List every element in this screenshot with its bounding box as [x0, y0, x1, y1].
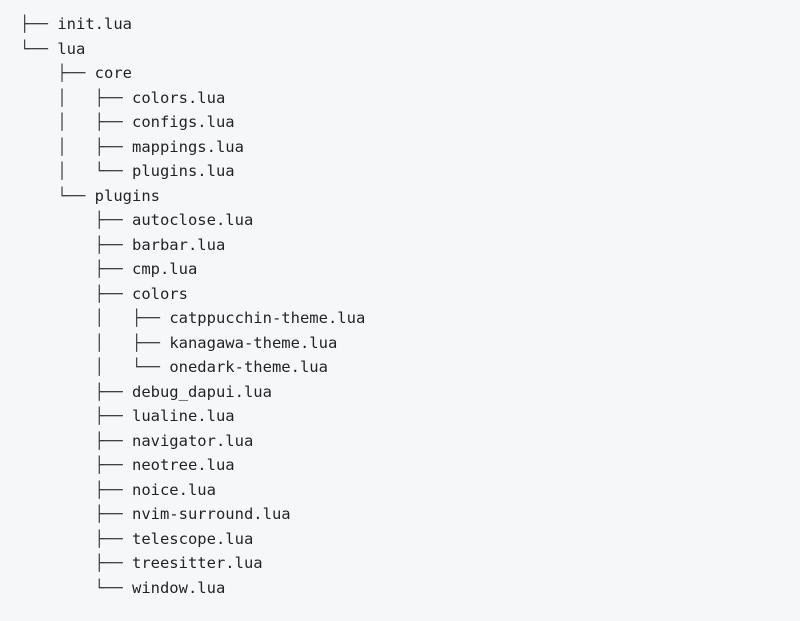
tree-branch-prefix: ├── — [20, 15, 58, 33]
file-name: plugins.lua — [131, 162, 235, 180]
tree-line-neotree-lua: ├── neotree.lua — [20, 453, 365, 478]
tree-line-debug-dapui-lua: ├── debug_dapui.lua — [20, 380, 365, 405]
file-name: noice.lua — [131, 480, 216, 499]
tree-line-plugins: └── plugins — [20, 184, 365, 209]
file-name: neotree.lua — [131, 456, 235, 474]
tree-branch-prefix: │ └── — [20, 162, 132, 180]
tree-line-colors: ├── colors — [20, 282, 365, 307]
tree-branch-prefix: │ ├── — [20, 137, 132, 156]
file-name: cmp.lua — [131, 260, 198, 278]
tree-line-lualine-lua: ├── lualine.lua — [20, 404, 365, 429]
tree-branch-prefix: ├── — [20, 431, 132, 450]
tree-line-navigator-lua: ├── navigator.lua — [20, 429, 365, 454]
tree-line-configs-lua: │ ├── configs.lua — [20, 110, 365, 135]
tree-line-plugins-lua: │ └── plugins.lua — [20, 159, 365, 184]
file-name: lualine.lua — [131, 407, 235, 425]
folder-name: core — [94, 64, 132, 82]
tree-branch-prefix: ├── — [20, 211, 132, 229]
tree-branch-prefix: ├── — [20, 260, 132, 278]
tree-line-onedark-theme-lua: │ └── onedark-theme.lua — [20, 355, 365, 380]
tree-line-init-lua: ├── init.lua — [20, 12, 365, 37]
tree-line-autoclose-lua: ├── autoclose.lua — [20, 208, 365, 233]
tree-branch-prefix: │ ├── — [20, 309, 170, 327]
tree-line-treesitter-lua: ├── treesitter.lua — [20, 551, 365, 576]
tree-branch-prefix: ├── — [20, 505, 132, 523]
tree-branch-prefix: └── — [20, 186, 95, 205]
tree-line-window-lua: └── window.lua — [20, 576, 365, 601]
file-name: catppucchin-theme.lua — [169, 309, 366, 327]
file-name: window.lua — [131, 578, 226, 597]
tree-branch-prefix: ├── — [20, 554, 132, 572]
directory-tree: ├── init.lua└── lua ├── core │ ├── color… — [20, 12, 365, 600]
file-name: telescope.lua — [131, 529, 254, 548]
tree-branch-prefix: │ ├── — [20, 113, 132, 131]
file-name: barbar.lua — [131, 235, 226, 254]
tree-line-kanagawa-theme-lua: │ ├── kanagawa-theme.lua — [20, 331, 365, 356]
file-name: colors.lua — [131, 88, 226, 107]
tree-branch-prefix: ├── — [20, 407, 132, 425]
tree-branch-prefix: └── — [20, 578, 132, 597]
tree-branch-prefix: │ └── — [20, 358, 170, 376]
tree-line-catppucchin-theme-lua: │ ├── catppucchin-theme.lua — [20, 306, 366, 331]
tree-branch-prefix: │ ├── — [20, 88, 132, 107]
tree-branch-prefix: ├── — [20, 529, 132, 548]
file-name: kanagawa-theme.lua — [169, 333, 338, 352]
tree-line-lua: └── lua — [20, 37, 365, 62]
file-name: init.lua — [57, 15, 132, 33]
folder-name: plugins — [94, 186, 160, 205]
folder-name: colors — [131, 284, 188, 303]
file-name: debug_dapui.lua — [131, 382, 272, 401]
tree-line-nvim-surround-lua: ├── nvim-surround.lua — [20, 502, 365, 527]
file-name: navigator.lua — [131, 431, 254, 450]
tree-line-core: ├── core — [20, 61, 365, 86]
tree-line-barbar-lua: ├── barbar.lua — [20, 233, 365, 258]
file-name: mappings.lua — [131, 137, 244, 156]
tree-branch-prefix: ├── — [20, 480, 132, 499]
file-name: onedark-theme.lua — [169, 358, 328, 376]
file-name: treesitter.lua — [131, 554, 263, 572]
tree-branch-prefix: ├── — [20, 382, 132, 401]
tree-branch-prefix: ├── — [20, 456, 132, 474]
tree-line-colors-lua: │ ├── colors.lua — [20, 86, 365, 111]
file-name: configs.lua — [131, 113, 235, 131]
tree-branch-prefix: │ ├── — [20, 333, 170, 352]
tree-branch-prefix: ├── — [20, 284, 132, 303]
file-name: autoclose.lua — [131, 211, 254, 229]
tree-branch-prefix: ├── — [20, 235, 132, 254]
tree-branch-prefix: ├── — [20, 64, 95, 82]
file-name: nvim-surround.lua — [131, 505, 291, 523]
tree-line-noice-lua: ├── noice.lua — [20, 478, 365, 503]
tree-line-telescope-lua: ├── telescope.lua — [20, 527, 365, 552]
folder-name: lua — [57, 39, 86, 58]
tree-branch-prefix: └── — [20, 39, 58, 58]
tree-line-mappings-lua: │ ├── mappings.lua — [20, 135, 365, 160]
tree-line-cmp-lua: ├── cmp.lua — [20, 257, 365, 282]
